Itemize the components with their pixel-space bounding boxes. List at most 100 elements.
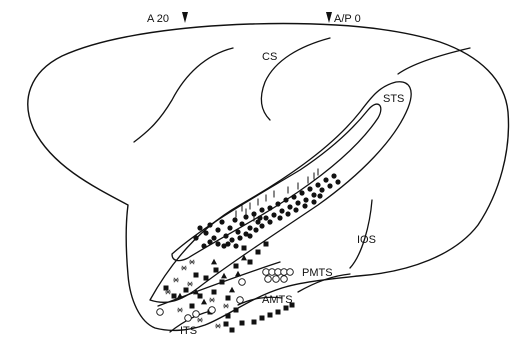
site-filled-circle (303, 197, 308, 202)
site-filled-triangle (177, 293, 183, 299)
site-filled-square (226, 314, 231, 319)
site-filled-circle (302, 203, 307, 208)
site-filled-circle (315, 182, 320, 187)
label-ios: IOS (357, 234, 376, 246)
site-filled-circle (291, 194, 296, 199)
arrowhead-ap0-icon (326, 12, 332, 23)
label-a20: A 20 (147, 13, 169, 25)
label-its: ITS (180, 325, 197, 337)
site-filled-circle (287, 204, 292, 209)
site-filled-square (214, 268, 219, 273)
site-open-circle (237, 297, 244, 304)
label-sts: STS (383, 93, 404, 105)
site-filled-circle (247, 233, 252, 238)
site-filled-square (256, 250, 261, 255)
site-filled-circle (311, 192, 316, 197)
site-filled-circle (323, 177, 328, 182)
site-filled-circle (327, 183, 332, 188)
site-filled-circle (232, 217, 237, 222)
site-filled-circle (207, 239, 212, 244)
site-filled-circle (201, 243, 206, 248)
site-filled-circle (215, 227, 220, 232)
site-filled-circle (193, 235, 198, 240)
site-filled-square (212, 290, 217, 295)
site-filled-circle (225, 241, 230, 246)
site-filled-circle (319, 187, 324, 192)
site-filled-square (234, 264, 239, 269)
site-filled-square (290, 303, 295, 308)
site-filled-circle (299, 190, 304, 195)
site-filled-square (204, 276, 209, 281)
site-filled-circle (271, 212, 276, 217)
site-filled-circle (275, 201, 280, 206)
site-filled-circle (207, 222, 212, 227)
site-filled-circle (279, 208, 284, 213)
site-open-circle (281, 276, 288, 283)
site-filled-square (234, 308, 239, 313)
site-filled-square (172, 294, 177, 299)
site-filled-circle (331, 173, 336, 178)
site-filled-square (260, 316, 265, 321)
site-filled-square (248, 260, 253, 265)
site-filled-square (276, 310, 281, 315)
label-ap0: A/P 0 (334, 13, 361, 25)
site-filled-square (220, 280, 225, 285)
site-filled-circle (253, 227, 258, 232)
site-filled-circle (239, 221, 244, 226)
site-filled-circle (295, 200, 300, 205)
site-filled-circle (235, 229, 240, 234)
site-filled-circle (227, 225, 232, 230)
marker-a20: A 20 (147, 12, 188, 25)
site-filled-circle (219, 219, 224, 224)
site-filled-circle (317, 193, 322, 198)
site-filled-circle (263, 215, 268, 220)
site-filled-triangle (241, 255, 247, 261)
sts-outline (150, 82, 411, 303)
brain-outline (28, 24, 509, 331)
site-filled-circle (203, 230, 208, 235)
site-filled-circle (259, 207, 264, 212)
site-open-circle (157, 309, 164, 316)
site-filled-circle (277, 215, 282, 220)
site-filled-circle (247, 225, 252, 230)
site-filled-circle (233, 243, 238, 248)
label-amts: AMTS (262, 294, 293, 306)
site-filled-square (190, 304, 195, 309)
site-filled-circle (307, 186, 312, 191)
site-filled-triangle (229, 287, 235, 293)
site-open-circle (209, 307, 216, 314)
site-filled-circle (335, 179, 340, 184)
site-filled-circle (311, 199, 316, 204)
site-filled-square (226, 296, 231, 301)
site-open-circle (287, 269, 294, 276)
label-cs: CS (262, 51, 277, 63)
site-filled-square (194, 273, 199, 278)
site-filled-square (230, 328, 235, 333)
site-filled-circle (229, 237, 234, 242)
site-filled-circle (259, 223, 264, 228)
site-open-circle (185, 315, 192, 322)
site-filled-circle (223, 233, 228, 238)
site-filled-square (184, 288, 189, 293)
site-filled-circle (211, 235, 216, 240)
marker-ap0: A/P 0 (326, 12, 361, 25)
site-filled-circle (267, 219, 272, 224)
site-filled-circle (215, 241, 220, 246)
site-filled-triangle (221, 273, 227, 279)
site-filled-circle (257, 215, 262, 220)
site-filled-square (252, 320, 257, 325)
site-filled-circle (267, 205, 272, 210)
site-filled-triangle (235, 271, 241, 277)
site-filled-square (240, 321, 245, 326)
site-filled-circle (285, 211, 290, 216)
site-filled-circle (237, 235, 242, 240)
site-open-circle (273, 276, 280, 283)
site-open-circle (193, 311, 200, 318)
site-filled-circle (197, 225, 202, 230)
site-filled-square (224, 322, 229, 327)
site-open-circle (265, 276, 272, 283)
site-filled-triangle (211, 259, 217, 265)
arrowhead-a20-icon (182, 12, 188, 23)
site-open-circle (239, 279, 246, 286)
